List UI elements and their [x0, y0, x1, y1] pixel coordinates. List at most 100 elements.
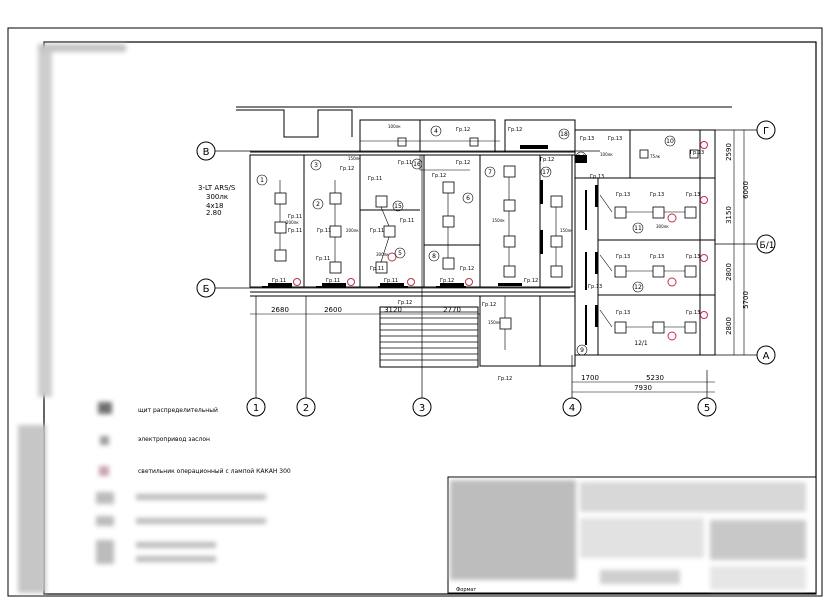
distribution-board-icon: [98, 402, 112, 414]
svg-text:8: 8: [432, 253, 436, 260]
dimension-label: 2680: [271, 306, 289, 314]
svg-text:3-LT ARS/S: 3-LT ARS/S: [198, 184, 236, 192]
dimension-label: 6000: [742, 181, 750, 199]
svg-text:10: 10: [666, 138, 674, 145]
dimension-label: 2770: [443, 306, 461, 314]
legend-text: щит распределительный: [138, 407, 218, 414]
axis-number: 4: [569, 403, 575, 414]
svg-text:Гр.12: Гр.12: [340, 166, 354, 172]
dimension-label: 5230: [646, 374, 664, 382]
svg-text:150лк: 150лк: [488, 320, 501, 325]
format-label: Формат: [456, 587, 476, 593]
legend-text: светильник операционный с лампой КАКАН 3…: [138, 468, 291, 475]
axis-lines: [215, 129, 757, 398]
svg-text:150лк: 150лк: [560, 228, 573, 233]
dimension-label: 2800: [725, 263, 733, 281]
svg-text:Гр.12: Гр.12: [398, 300, 412, 306]
axis-letter: Б: [203, 284, 210, 295]
axis-labels: Г В Б/1 Б А 1 2 3 4 5: [203, 126, 775, 414]
wall-lamps: [268, 145, 598, 327]
svg-text:75лк: 75лк: [650, 154, 661, 159]
legend-text: электропривод заслон: [138, 436, 210, 443]
windows: [262, 190, 587, 345]
dimension-label: 5700: [742, 291, 750, 309]
group-labels: Гр.11 Гр.11 Гр.11 Гр.11 Гр.11 Гр.11 Гр.1…: [272, 127, 704, 382]
dimension-label: 2800: [725, 317, 733, 335]
svg-text:Гр.11: Гр.11: [288, 228, 302, 234]
dimension-label: 7930: [634, 384, 652, 392]
svg-text:Гр.11: Гр.11: [368, 176, 382, 182]
dimension-lines: [250, 130, 745, 393]
axis-letter: Г: [763, 126, 769, 137]
axis-number: 2: [303, 403, 309, 414]
svg-text:100лк: 100лк: [600, 152, 613, 157]
axis-letter: А: [763, 351, 770, 362]
dimension-label: 1700: [581, 374, 599, 382]
svg-text:Гр.13: Гр.13: [616, 192, 630, 198]
svg-text:200лк: 200лк: [346, 228, 359, 233]
svg-text:Гр.11: Гр.11: [326, 278, 340, 284]
title-block: Формат: [447, 476, 817, 594]
dimension-label: 2600: [324, 306, 342, 314]
blurred-legend-rows: [96, 492, 266, 564]
svg-text:2.80: 2.80: [206, 209, 222, 217]
svg-text:2: 2: [316, 201, 320, 208]
svg-text:Гр.12: Гр.12: [524, 278, 538, 284]
svg-text:6: 6: [466, 195, 470, 202]
surgical-lamp-icon: [99, 466, 109, 476]
svg-text:Гр.11: Гр.11: [316, 256, 330, 262]
svg-text:15: 15: [394, 203, 402, 210]
svg-text:300лк: 300лк: [206, 193, 228, 201]
svg-text:14: 14: [577, 154, 585, 161]
svg-text:9: 9: [580, 347, 584, 354]
sheet-frame: [7, 27, 823, 597]
svg-text:Гр.12: Гр.12: [456, 160, 470, 166]
svg-text:4: 4: [434, 128, 438, 135]
svg-text:Гр.11: Гр.11: [400, 218, 414, 224]
axis-number: 5: [704, 403, 710, 414]
dimension-label: 2590: [725, 143, 733, 161]
svg-text:7: 7: [488, 169, 492, 176]
svg-text:Гр.11: Гр.11: [288, 214, 302, 220]
stairs: [380, 311, 478, 361]
svg-text:16: 16: [413, 161, 421, 168]
axis-number: 3: [419, 403, 425, 414]
axis-letter: В: [203, 147, 210, 158]
svg-text:11: 11: [634, 225, 642, 232]
dimension-label: 3150: [725, 206, 733, 224]
svg-text:Гр.12: Гр.12: [508, 127, 522, 133]
axis-letter: Б/1: [760, 241, 775, 251]
svg-text:Гр.12: Гр.12: [440, 278, 454, 284]
panel-label: 3-LT ARS/S 300лк 4x18 2.80: [198, 184, 236, 217]
svg-text:12: 12: [634, 284, 642, 291]
svg-text:Гр.13: Гр.13: [690, 150, 704, 156]
axis-number: 1: [253, 403, 259, 414]
surgical-lamps: [293, 141, 708, 341]
svg-text:Гр.12: Гр.12: [498, 376, 512, 382]
svg-text:Гр.13: Гр.13: [588, 284, 602, 290]
svg-text:3: 3: [314, 162, 318, 169]
svg-text:Гр.11: Гр.11: [370, 266, 384, 272]
svg-text:Гр.11: Гр.11: [272, 278, 286, 284]
svg-text:Гр.12: Гр.12: [540, 157, 554, 163]
svg-text:Гр.13: Гр.13: [686, 254, 700, 260]
svg-text:200лк: 200лк: [286, 220, 299, 225]
svg-text:Гр.12: Гр.12: [482, 302, 496, 308]
blurred-margin: [18, 44, 126, 593]
svg-text:Гр.11: Гр.11: [317, 228, 331, 234]
svg-text:4x18: 4x18: [206, 202, 224, 210]
svg-text:Гр.13: Гр.13: [608, 136, 622, 142]
dimension-values: 2680 2600 3120 2770 1700 5230 7930 2590 …: [271, 143, 750, 392]
svg-text:Гр.13: Гр.13: [686, 192, 700, 198]
svg-text:Гр.11: Гр.11: [370, 228, 384, 234]
svg-text:Гр.11: Гр.11: [384, 278, 398, 284]
svg-text:Гр.12: Гр.12: [460, 266, 474, 272]
svg-text:Гр.13: Гр.13: [686, 310, 700, 316]
svg-text:300лк: 300лк: [376, 252, 389, 257]
svg-text:Гр.12: Гр.12: [456, 127, 470, 133]
svg-text:Гр.13: Гр.13: [616, 310, 630, 316]
svg-text:1: 1: [260, 177, 264, 184]
svg-text:Гр.13: Гр.13: [580, 136, 594, 142]
